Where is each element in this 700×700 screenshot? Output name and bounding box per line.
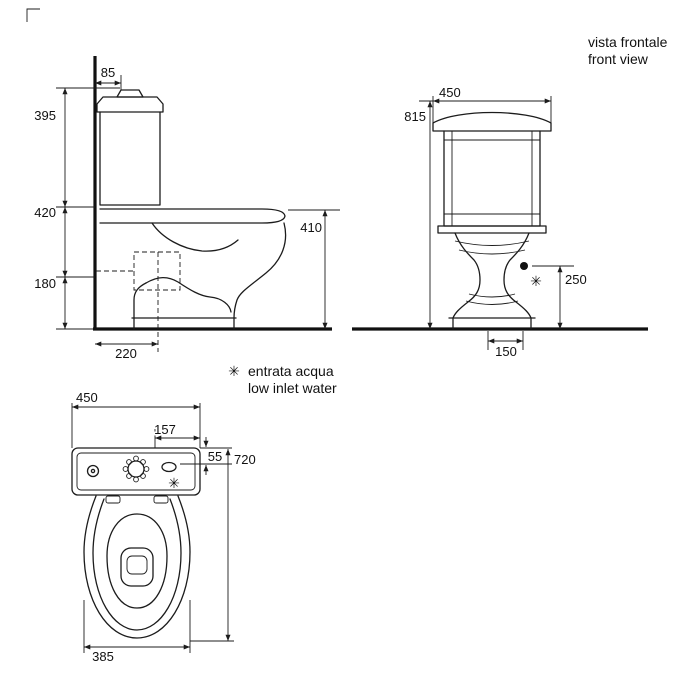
- legend-text-it: entrata acqua: [248, 363, 334, 379]
- top-hinge-right: [153, 495, 169, 504]
- top-cistern: [71, 447, 201, 496]
- side-bowl-inner: [151, 222, 239, 252]
- petal: [133, 476, 139, 483]
- dim-label-420: 420: [34, 205, 56, 220]
- dim-label-450-front: 450: [439, 85, 461, 100]
- side-cistern-lid: [96, 96, 164, 113]
- dim-label-410: 410: [300, 220, 322, 235]
- flush-knob-petals: [122, 455, 150, 483]
- top-inlet-asterisk-icon: ✳: [168, 476, 180, 492]
- dim-label-720: 720: [234, 452, 256, 467]
- top-cistern-inner: [76, 452, 196, 491]
- dim-label-150: 150: [495, 344, 517, 359]
- top-sump: [120, 547, 154, 587]
- dim-label-250: 250: [565, 272, 587, 287]
- front-view-title-it: vista frontale: [588, 34, 668, 50]
- crop-mark: [26, 8, 40, 22]
- water-inlet-dot: [520, 262, 528, 270]
- top-seat-ring: [92, 498, 182, 631]
- dim-label-180: 180: [34, 276, 56, 291]
- legend-text-en: low inlet water: [248, 380, 337, 396]
- front-cistern-body: [443, 130, 541, 227]
- top-dimensions: 450 157 55 720 385: [71, 389, 257, 666]
- petal: [122, 466, 129, 472]
- dim-label-157: 157: [154, 422, 176, 437]
- front-bowl-right: [503, 232, 532, 319]
- top-left-hole: [86, 464, 100, 478]
- top-bowl-opening: [106, 513, 168, 609]
- top-inlet-oval: [161, 461, 177, 473]
- front-view: vista frontale front view ✳: [352, 33, 669, 361]
- dim-label-815: 815: [404, 109, 426, 124]
- legend: ✳ entrata acqua low inlet water: [227, 362, 339, 398]
- front-view-title-en: front view: [588, 51, 649, 67]
- top-bowl-outer: [83, 495, 191, 639]
- side-view: 85 395 420 180 410 220: [33, 56, 340, 363]
- front-bowl-left: [452, 232, 481, 319]
- top-left-hole-center: [90, 468, 96, 474]
- front-cistern-lid: [432, 111, 552, 132]
- dim-label-55: 55: [208, 449, 222, 464]
- side-seat: [99, 208, 286, 224]
- front-collar-arc-2: [465, 300, 519, 305]
- petal: [126, 459, 132, 465]
- water-inlet-asterisk-icon: ✳: [530, 274, 542, 290]
- side-dimensions: 85 395 420 180 410 220: [33, 64, 340, 363]
- legend-asterisk-icon: ✳: [228, 364, 240, 380]
- front-collar-arc-1: [468, 293, 516, 298]
- top-sump-inner: [126, 555, 148, 575]
- petal: [140, 459, 146, 465]
- petal: [143, 466, 150, 472]
- dim-label-395: 395: [34, 108, 56, 123]
- top-hinge-left: [105, 495, 121, 504]
- dim-label-385: 385: [92, 649, 114, 664]
- side-toilet-outline: [96, 89, 287, 352]
- top-view: ✳ 450 157 55 720: [71, 389, 257, 666]
- top-toilet-outline: ✳: [71, 447, 201, 639]
- side-trap-curve: [145, 276, 232, 313]
- dim-label-220: 220: [115, 346, 137, 361]
- side-bowl-front: [233, 222, 287, 319]
- front-toilet-outline: ✳: [432, 111, 552, 330]
- front-rim-arc-2: [458, 249, 526, 255]
- side-cistern-body: [99, 111, 161, 206]
- petal: [126, 473, 132, 479]
- front-cistern-lip: [437, 225, 547, 234]
- petal: [140, 473, 146, 479]
- side-hidden-trap: [133, 251, 181, 291]
- petal: [133, 455, 139, 462]
- dim-label-85: 85: [101, 65, 115, 80]
- front-dimensions: 450 815 250 150: [403, 84, 588, 361]
- side-cistern-button: [116, 89, 144, 98]
- dim-label-450-top: 450: [76, 390, 98, 405]
- front-rim-arc-1: [454, 240, 530, 246]
- side-pedestal-back: [133, 282, 147, 319]
